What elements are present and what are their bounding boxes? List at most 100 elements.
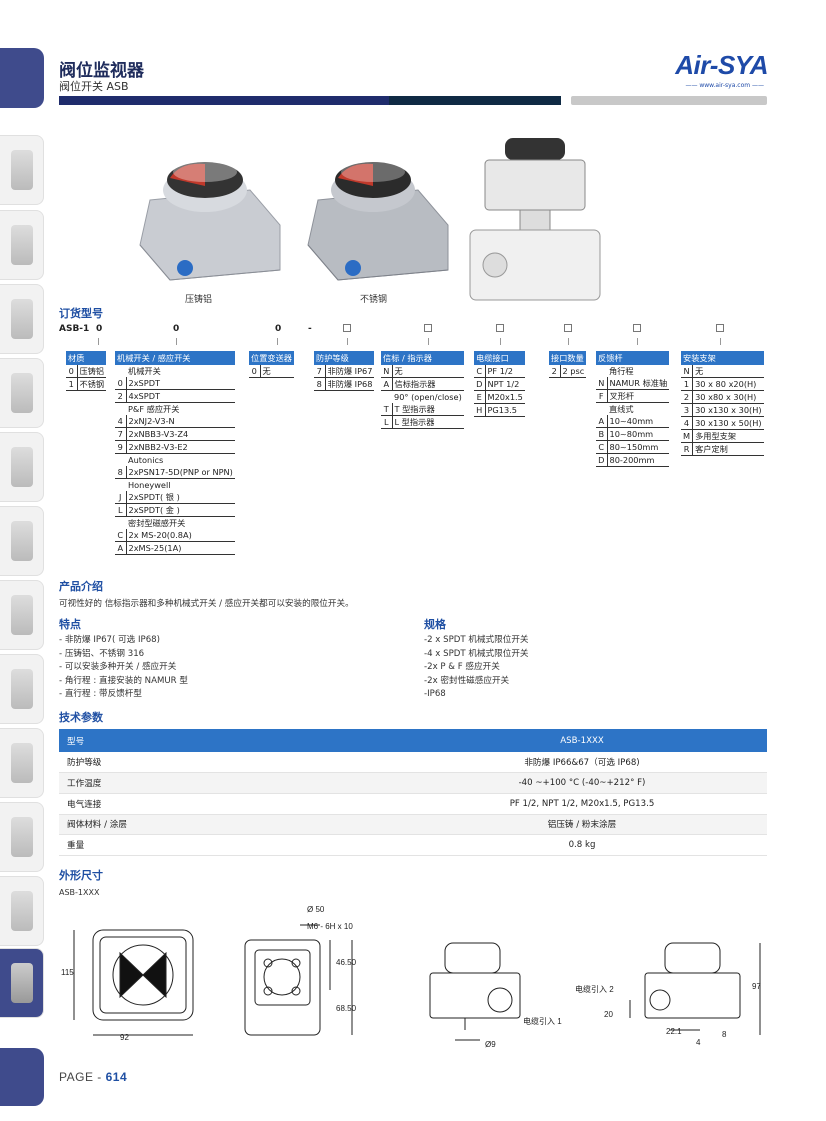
order-option-label: M20x1.5 (485, 390, 525, 404)
order-table-row: 机械开关 (115, 365, 235, 377)
order-table-header: 电缆接口 (474, 351, 525, 365)
order-option-label: PF 1/2 (485, 365, 525, 378)
order-option-label: 30 x130 x 30(H) (692, 403, 764, 417)
order-option-code: C (596, 440, 608, 454)
order-option-label: Autonics (128, 455, 164, 465)
order-option-code: N (681, 365, 694, 378)
order-option-code: R (681, 442, 694, 456)
order-option-label: Honeywell (128, 480, 171, 490)
page-prefix: PAGE - (59, 1070, 106, 1084)
side-thumb-active[interactable] (0, 948, 44, 1018)
order-option-code: N (596, 377, 608, 390)
dimensions-model: ASB-1XXX (59, 888, 100, 897)
side-thumb-11[interactable] (0, 876, 44, 946)
order-option-label: 无 (260, 365, 294, 378)
features-list: - 非防爆 IP67( 可选 IP68) - 压铸铝、不锈钢 316 - 可以安… (59, 634, 188, 702)
order-option-label: 80-200mm (607, 453, 670, 467)
order-option-label: 10~40mm (607, 415, 670, 428)
order-tick (428, 338, 429, 345)
caption-aluminum: 压铸铝 (185, 295, 213, 305)
order-option-label: 2xNBB3-V3-Z4 (126, 427, 235, 441)
order-option-label: T 型指示器 (392, 403, 464, 416)
order-option-label: 非防爆 IP68 (325, 377, 375, 391)
side-thumb-10[interactable] (0, 802, 44, 872)
side-thumb-7[interactable] (0, 580, 44, 650)
side-thumb-1[interactable] (0, 135, 44, 205)
side-thumb-5[interactable] (0, 432, 44, 502)
order-option-label: 客户定制 (692, 442, 764, 456)
side-thumb-4[interactable] (0, 358, 44, 428)
side-thumb-2[interactable] (0, 210, 44, 280)
order-option-code: 8 (115, 466, 127, 479)
order-tick (176, 338, 177, 345)
order-option-code: M (681, 429, 694, 443)
order-option-label: PG13.5 (485, 403, 525, 417)
order-option-label: 角行程 (609, 366, 634, 376)
side-thumb-9[interactable] (0, 728, 44, 798)
page-subtitle: 阀位开关 ASB (59, 80, 129, 93)
order-slot-box (633, 324, 641, 332)
order-option-code: 9 (115, 440, 127, 454)
caption-stainless: 不锈钢 (360, 295, 388, 305)
side-thumb-6[interactable] (0, 506, 44, 576)
tech-row-value: 铝压铸 / 粉末涂层 (397, 814, 767, 836)
dim-h4650: 46.50 (336, 958, 357, 967)
order-table-row: Autonics (115, 454, 235, 467)
order-option-label: 2xSPDT (126, 377, 235, 390)
dim-w4: 4 (696, 1038, 701, 1047)
dim-h20: 20 (604, 1010, 613, 1019)
brand-url: —— www.air-sya.com —— (685, 82, 764, 89)
order-option-label: 压铸铝 (77, 365, 107, 378)
side-thumb-3[interactable] (0, 284, 44, 354)
order-option-label: 信标指示器 (392, 377, 464, 391)
product-photo-stainless (307, 162, 449, 281)
order-option-label: 10~80mm (607, 427, 670, 441)
side-thumb-8[interactable] (0, 654, 44, 724)
dim-h97: 97 (752, 982, 761, 991)
product-photo-aluminum (139, 162, 281, 281)
header-band-2 (389, 96, 561, 105)
order-option-code: A (115, 541, 127, 555)
order-table-header: 信标 / 指示器 (381, 351, 464, 365)
feature-item: - 角行程 : 直接安装的 NAMUR 型 (59, 675, 188, 686)
order-option-label: 非防爆 IP67 (325, 365, 375, 378)
order-option-code: F (596, 389, 608, 403)
order-code-part-1: 0 (96, 324, 103, 334)
order-option-code: J (115, 491, 127, 504)
product-photo-actuator (469, 138, 601, 301)
order-table-row: 直线式 (596, 403, 669, 416)
order-option-code: E (474, 390, 486, 404)
order-option-code (115, 403, 126, 416)
dim-h115: 115 (61, 968, 74, 977)
order-option-code: 0 (115, 377, 127, 390)
order-option-label: 30 x 80 x20(H) (692, 377, 764, 391)
spec-item: -4 x SPDT 机械式限位开关 (424, 648, 529, 659)
order-option-label: L 型指示器 (392, 415, 464, 429)
order-table-header: 防护等级 (314, 351, 375, 365)
order-tick (720, 338, 721, 345)
order-option-code: 0 (66, 365, 78, 378)
dim-w221: 22.1 (666, 1027, 682, 1036)
order-option-code: N (381, 365, 393, 378)
order-option-code: A (381, 377, 393, 391)
order-table-row: 角行程 (596, 365, 669, 377)
side-tab-bottom (0, 1048, 44, 1106)
page-number: PAGE - 614 (59, 1070, 127, 1084)
order-option-code: L (381, 415, 393, 429)
